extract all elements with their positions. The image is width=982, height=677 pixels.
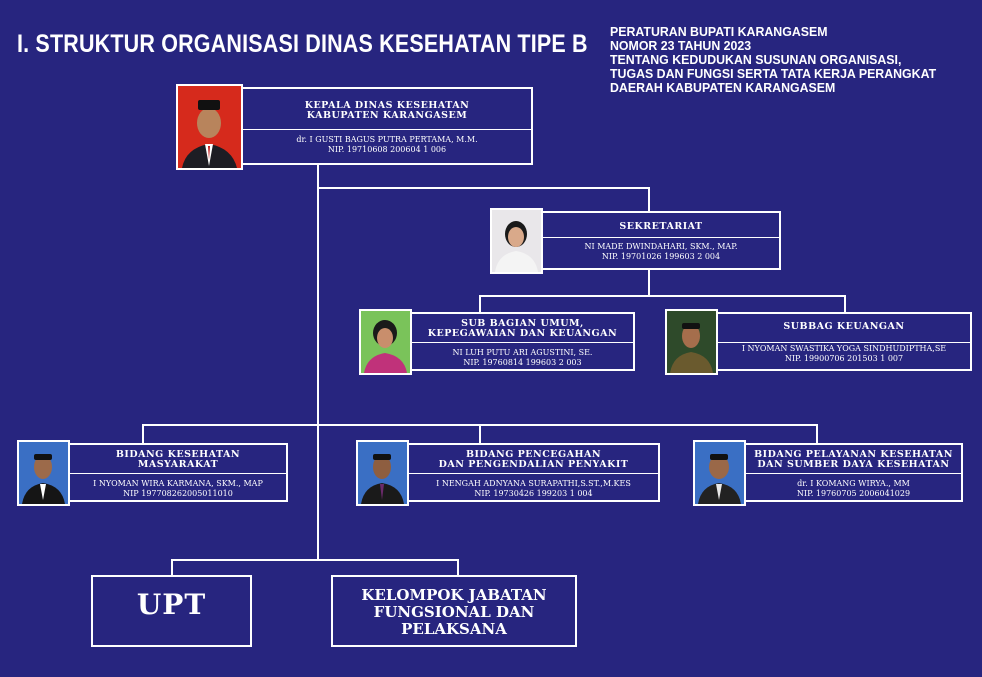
regulation-reference: PERATURAN BUPATI KARANGASEM NOMOR 23 TAH…: [610, 25, 936, 95]
upt-box: UPT: [91, 575, 252, 647]
kepala-nip: NIP. 19710608 200604 1 006: [327, 145, 447, 154]
subbag-umum-title-line1: SUB BAGIAN UMUM,: [461, 318, 584, 329]
portrait-man-icon: [667, 311, 716, 373]
portrait-man-icon: [19, 442, 68, 504]
bidang-kesmas-nip: NIP 197708262005011010: [123, 489, 233, 498]
sekretariat-title: SEKRETARIAT: [619, 221, 703, 232]
bidang-kesmas-title-line1: BIDANG KESEHATAN: [115, 449, 241, 460]
sekretariat-name: NI MADE DWINDAHARI, SKM., MAP.: [584, 242, 738, 251]
sekretariat-photo: [490, 208, 543, 274]
connector-to-sekretariat: [318, 187, 650, 212]
bidang-yankes-title-line1: BIDANG PELAYANAN KESEHATAN: [754, 449, 953, 460]
divider: [412, 342, 633, 343]
bidang-yankes-name: dr. I KOMANG WIRYA., MM: [797, 479, 910, 488]
jabatan-fungsional-box: KELOMPOK JABATAN FUNGSIONAL DAN PELAKSAN…: [331, 575, 577, 647]
subbag-keuangan-title: SUBBAG KEUANGAN: [783, 321, 905, 332]
bidang-p2p-title-line2: DAN PENGENDALIAN PENYAKIT: [438, 459, 629, 470]
subbag-keuangan-name: I NYOMAN SWASTIKA YOGA SINDHUDIPTHA,SE: [741, 344, 947, 353]
regulation-line: DAERAH KABUPATEN KARANGASEM: [610, 80, 836, 95]
sekretariat-nip: NIP. 19701026 199603 2 004: [601, 252, 721, 261]
subbag-keuangan-nip: NIP. 19900706 201503 1 007: [784, 354, 904, 363]
bidang-yankes-box: BIDANG PELAYANAN KESEHATAN DAN SUMBER DA…: [744, 443, 963, 502]
divider: [543, 237, 779, 238]
regulation-line: TUGAS DAN FUNGSI SERTA TATA KERJA PERANG…: [610, 66, 937, 81]
bidang-kesmas-name: I NYOMAN WIRA KARMANA, SKM., MAP: [93, 479, 263, 488]
subbag-umum-name: NI LUH PUTU ARI AGUSTINI, SE.: [452, 348, 593, 357]
kepala-name: dr. I GUSTI BAGUS PUTRA PERTAMA, M.M.: [296, 135, 478, 144]
bidang-p2p-name: I NENGAH ADNYANA SURAPATHI,S.ST.,M.KES: [436, 479, 631, 488]
subbag-umum-box: SUB BAGIAN UMUM, KEPEGAWAIAN DAN KEUANGA…: [410, 312, 635, 371]
connector-subbag: [479, 295, 846, 313]
kepala-title-line2: KABUPATEN KARANGASEM: [306, 110, 468, 121]
subbag-umum-title-line2: KEPEGAWAIAN DAN KEUANGAN: [427, 328, 618, 339]
kepala-title-line1: KEPALA DINAS KESEHATAN: [304, 100, 470, 111]
regulation-line: PERATURAN BUPATI KARANGASEM: [610, 24, 828, 39]
regulation-line: TENTANG KEDUDUKAN SUSUNAN ORGANISASI,: [610, 52, 902, 67]
kepala-dinas-box: KEPALA DINAS KESEHATAN KABUPATEN KARANGA…: [241, 87, 533, 165]
bidang-yankes-nip: NIP. 19760705 2006041029: [796, 489, 911, 498]
regulation-line: NOMOR 23 TAHUN 2023: [610, 38, 752, 53]
jabatan-fungsional-line1: KELOMPOK JABATAN: [361, 586, 547, 604]
upt-label: UPT: [136, 588, 207, 621]
portrait-man-icon: [358, 442, 407, 504]
divider: [746, 473, 961, 474]
kepala-photo: [176, 84, 243, 170]
jabatan-fungsional-line2: FUNGSIONAL DAN: [373, 603, 535, 621]
page-title: I. STRUKTUR ORGANISASI DINAS KESEHATAN T…: [17, 30, 588, 58]
bidang-p2p-photo: [356, 440, 409, 506]
bidang-kesmas-photo: [17, 440, 70, 506]
subbag-umum-photo: [359, 309, 412, 375]
bidang-kesmas-title-line2: MASYARAKAT: [137, 459, 219, 470]
portrait-woman-icon: [492, 210, 541, 272]
divider: [243, 129, 531, 130]
portrait-woman-icon: [361, 311, 410, 373]
subbag-umum-nip: NIP. 19760814 199603 2 003: [463, 358, 582, 367]
bidang-yankes-photo: [693, 440, 746, 506]
divider: [718, 342, 970, 343]
portrait-man-icon: [178, 86, 241, 168]
bidang-p2p-nip: NIP. 19730426 199203 1 004: [474, 489, 593, 498]
connector-bottom: [171, 559, 459, 576]
jabatan-fungsional-line3: PELAKSANA: [401, 620, 507, 638]
sekretariat-box: SEKRETARIAT NI MADE DWINDAHARI, SKM., MA…: [541, 211, 781, 270]
bidang-yankes-title-line2: DAN SUMBER DAYA KESEHATAN: [757, 459, 950, 470]
subbag-keuangan-box: SUBBAG KEUANGAN I NYOMAN SWASTIKA YOGA S…: [716, 312, 972, 371]
subbag-keuangan-photo: [665, 309, 718, 375]
bidang-kesmas-box: BIDANG KESEHATAN MASYARAKAT I NYOMAN WIR…: [68, 443, 288, 502]
divider: [409, 473, 658, 474]
bidang-p2p-box: BIDANG PENCEGAHAN DAN PENGENDALIAN PENYA…: [407, 443, 660, 502]
bidang-p2p-title-line1: BIDANG PENCEGAHAN: [465, 449, 602, 460]
portrait-man-icon: [695, 442, 744, 504]
divider: [70, 473, 286, 474]
